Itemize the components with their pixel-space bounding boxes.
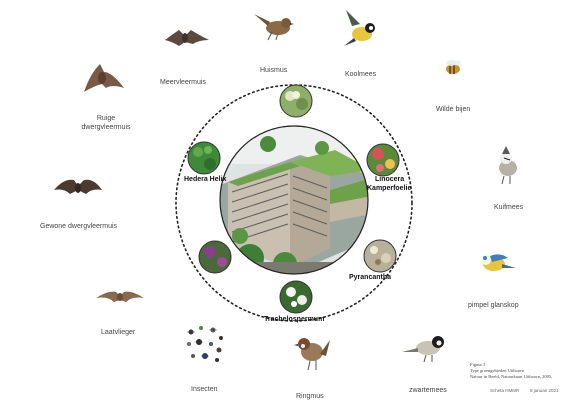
crested-tit-icon [499, 146, 517, 185]
plant-photo-trachelospermum [279, 280, 313, 314]
blue-tit-icon [481, 254, 516, 271]
building-render [220, 126, 368, 274]
species-label-insecten: Insecten [191, 386, 218, 393]
great-tit-icon [344, 10, 375, 46]
tree-sparrow-icon [294, 338, 330, 371]
species-label-pimpel-glanskop: pimpel glanskop [468, 302, 519, 309]
species-label-ringmus: Ringmus [296, 393, 324, 400]
plant-label-trachelospermum: Trachelospermum [264, 316, 325, 323]
bat-icon [84, 64, 124, 92]
caption-line-2: Type groengebieden Uithoorn [470, 368, 524, 373]
species-label-laatvlieger: Laatvlieger [101, 329, 136, 336]
footer-date: 8 januari 2021 [530, 388, 559, 393]
plant-label-linocera: Linocera [375, 176, 405, 183]
bat-icon [96, 291, 144, 302]
bee-icon [446, 60, 461, 74]
footer-author: Scheta HMMR [490, 388, 520, 393]
species-label-gewone-dwergvleermuis: Gewone dwergvleermuis [40, 223, 118, 230]
plant-label-pyrancantha: Pyrancantha [349, 274, 392, 281]
caption-line-3: Natuur in Beeld, Natuurkaart Uithoorn, 2… [470, 374, 553, 379]
species-label-ruige-dwergvleermuis: Ruige dwergvleermuis [81, 115, 131, 131]
species-label-wilde-bijen: Wilde bijen [436, 106, 471, 113]
insects-icon [187, 326, 223, 362]
plant-photo-pyrancantha [363, 239, 397, 273]
species-label-zwartemees: zwartemees [409, 387, 447, 394]
plant-photo-hedera [187, 141, 221, 175]
species-label-kuifmees: Kuifmees [494, 204, 524, 211]
plant-label-kamperfoelie: Kamperfoelie [367, 185, 412, 192]
sparrow-icon [254, 14, 294, 41]
plant-photo-top [279, 84, 313, 118]
figure-caption: Figuur 3 Type groengebieden Uithoorn Nat… [470, 362, 552, 380]
habitat-ring [175, 84, 413, 322]
plant-photo-purple [198, 240, 232, 274]
species-label-meervleermuis: Meervleermuis [160, 79, 206, 86]
coal-tit-icon [402, 336, 444, 363]
bat-icon [165, 30, 209, 46]
species-label-koolmees: Koolmees [345, 71, 377, 78]
plant-label-hedera: Hedera Helix [184, 176, 227, 183]
bat-icon [54, 179, 102, 194]
species-label-huismus: Huismus [260, 67, 288, 74]
plant-photo-linocera [366, 143, 400, 177]
caption-line-1: Figuur 3 [470, 362, 486, 367]
